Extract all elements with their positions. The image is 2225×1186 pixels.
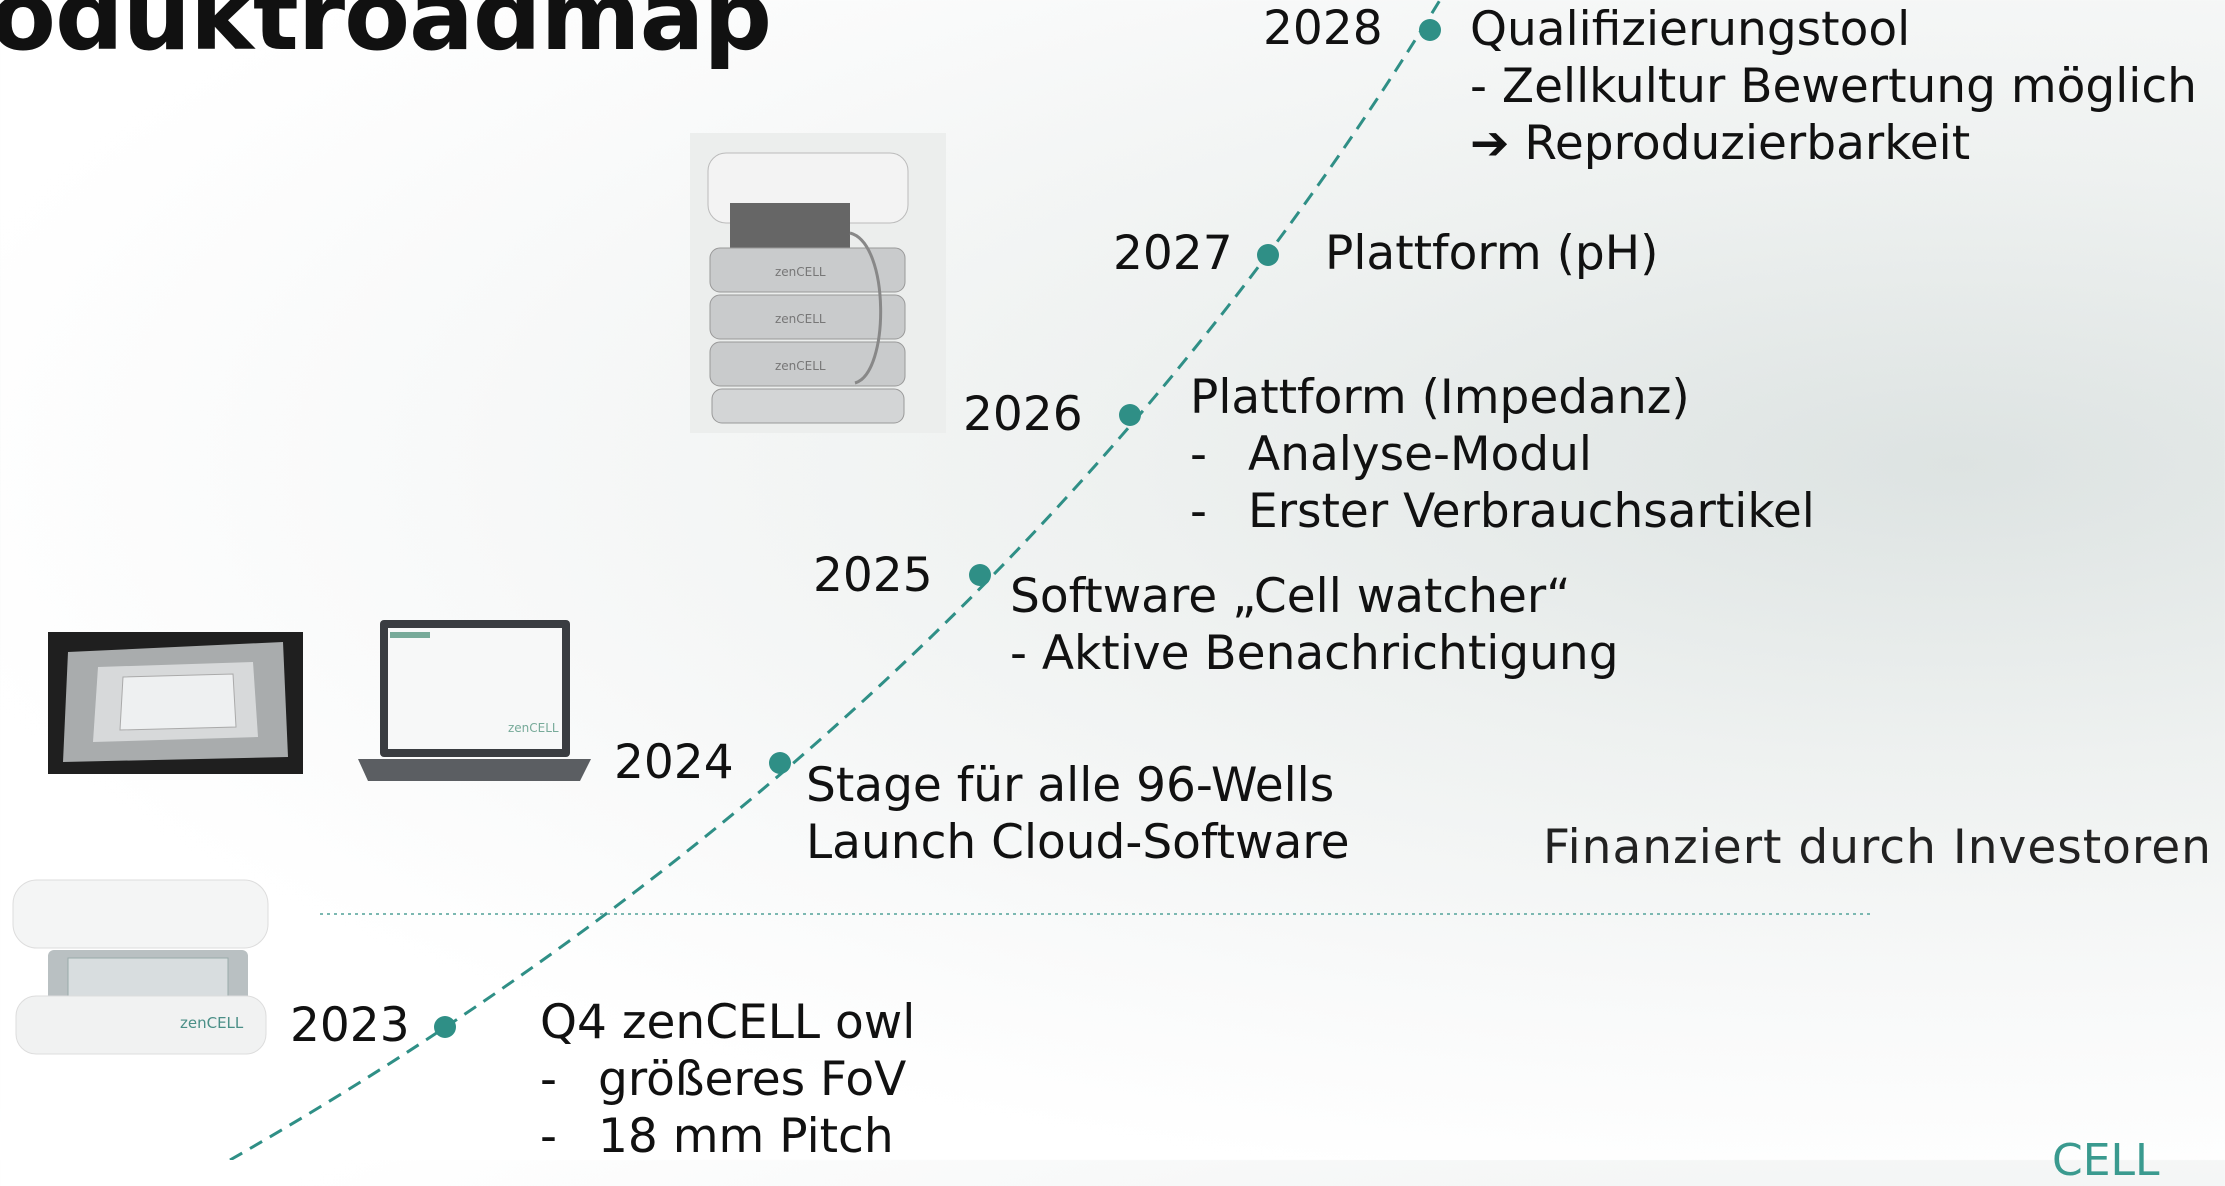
- svg-text:zenCELL: zenCELL: [775, 265, 826, 279]
- milestone-dot-2028: [1419, 19, 1441, 41]
- year-2025: 2025: [813, 548, 933, 603]
- timeline-curve: [229, 0, 1442, 1160]
- milestone-dot-2027: [1257, 244, 1279, 266]
- laptop-brand: zenCELL: [508, 721, 559, 735]
- stacked-device-illustration: zenCELL zenCELL zenCELL: [707, 152, 909, 424]
- milestone-2024-text: Stage für alle 96-Wells Launch Cloud-Sof…: [806, 757, 1350, 871]
- milestone-line: Plattform (pH): [1325, 226, 1659, 281]
- year-2023: 2023: [290, 998, 410, 1053]
- page-title: oduktroadmap: [0, 0, 772, 72]
- milestone-line: Software „Cell watcher“: [1010, 569, 1571, 624]
- bullet-dash: -: [1190, 427, 1207, 482]
- milestone-2026-text: Plattform (Impedanz) -Analyse-Modul -Ers…: [1190, 369, 1815, 540]
- year-2026: 2026: [963, 387, 1083, 442]
- svg-text:zenCELL: zenCELL: [775, 312, 826, 326]
- stage-image: [48, 632, 303, 774]
- milestone-2023-text: Q4 zenCELL owl -größeres FoV -18 mm Pitc…: [540, 994, 915, 1165]
- device-brand: zenCELL: [180, 1014, 244, 1032]
- funding-note: Finanziert durch Investoren: [1543, 820, 2212, 875]
- milestone-bullet: -größeres FoV: [540, 1052, 907, 1107]
- year-2027: 2027: [1113, 226, 1233, 281]
- milestone-line: Stage für alle 96-Wells: [806, 758, 1335, 813]
- milestone-dot-2025: [969, 564, 991, 586]
- bullet-dash: -: [540, 1052, 557, 1107]
- timeline-graphic: [229, 0, 1870, 1160]
- milestone-dot-2026: [1119, 404, 1141, 426]
- milestone-line: Qualifizierungstool: [1470, 2, 1911, 57]
- milestone-line: - Aktive Benachrichtigung: [1010, 626, 1619, 681]
- milestone-2028-text: Qualifizierungstool - Zellkultur Bewertu…: [1470, 1, 2197, 172]
- milestone-line: ➔ Reproduzierbarkeit: [1470, 116, 1971, 171]
- milestone-dot-2024: [769, 752, 791, 774]
- milestone-line: Plattform (Impedanz): [1190, 370, 1690, 425]
- milestone-line: Q4 zenCELL owl: [540, 995, 916, 1050]
- milestone-bullet: -Erster Verbrauchsartikel: [1190, 484, 1815, 539]
- bullet-dash: -: [1190, 484, 1207, 539]
- milestone-bullet: -Analyse-Modul: [1190, 427, 1592, 482]
- milestone-2025-text: Software „Cell watcher“ - Aktive Benachr…: [1010, 568, 1619, 682]
- milestone-line: - Zellkultur Bewertung möglich: [1470, 59, 2197, 114]
- milestone-dot-2023: [434, 1016, 456, 1038]
- milestone-2027-text: Plattform (pH): [1325, 225, 1658, 282]
- milestone-bullet: -18 mm Pitch: [540, 1109, 894, 1164]
- svg-text:zenCELL: zenCELL: [775, 359, 826, 373]
- brand-logo-text: CELL: [2052, 1135, 2160, 1186]
- milestone-line: Launch Cloud-Software: [806, 815, 1350, 870]
- year-2028: 2028: [1263, 1, 1383, 56]
- platform-stack-image: zenCELL zenCELL zenCELL: [690, 133, 946, 433]
- laptop-image: zenCELL: [358, 618, 591, 783]
- bullet-dash: -: [540, 1109, 557, 1164]
- year-2024: 2024: [614, 735, 734, 790]
- zencell-owl-image: zenCELL: [8, 870, 273, 1062]
